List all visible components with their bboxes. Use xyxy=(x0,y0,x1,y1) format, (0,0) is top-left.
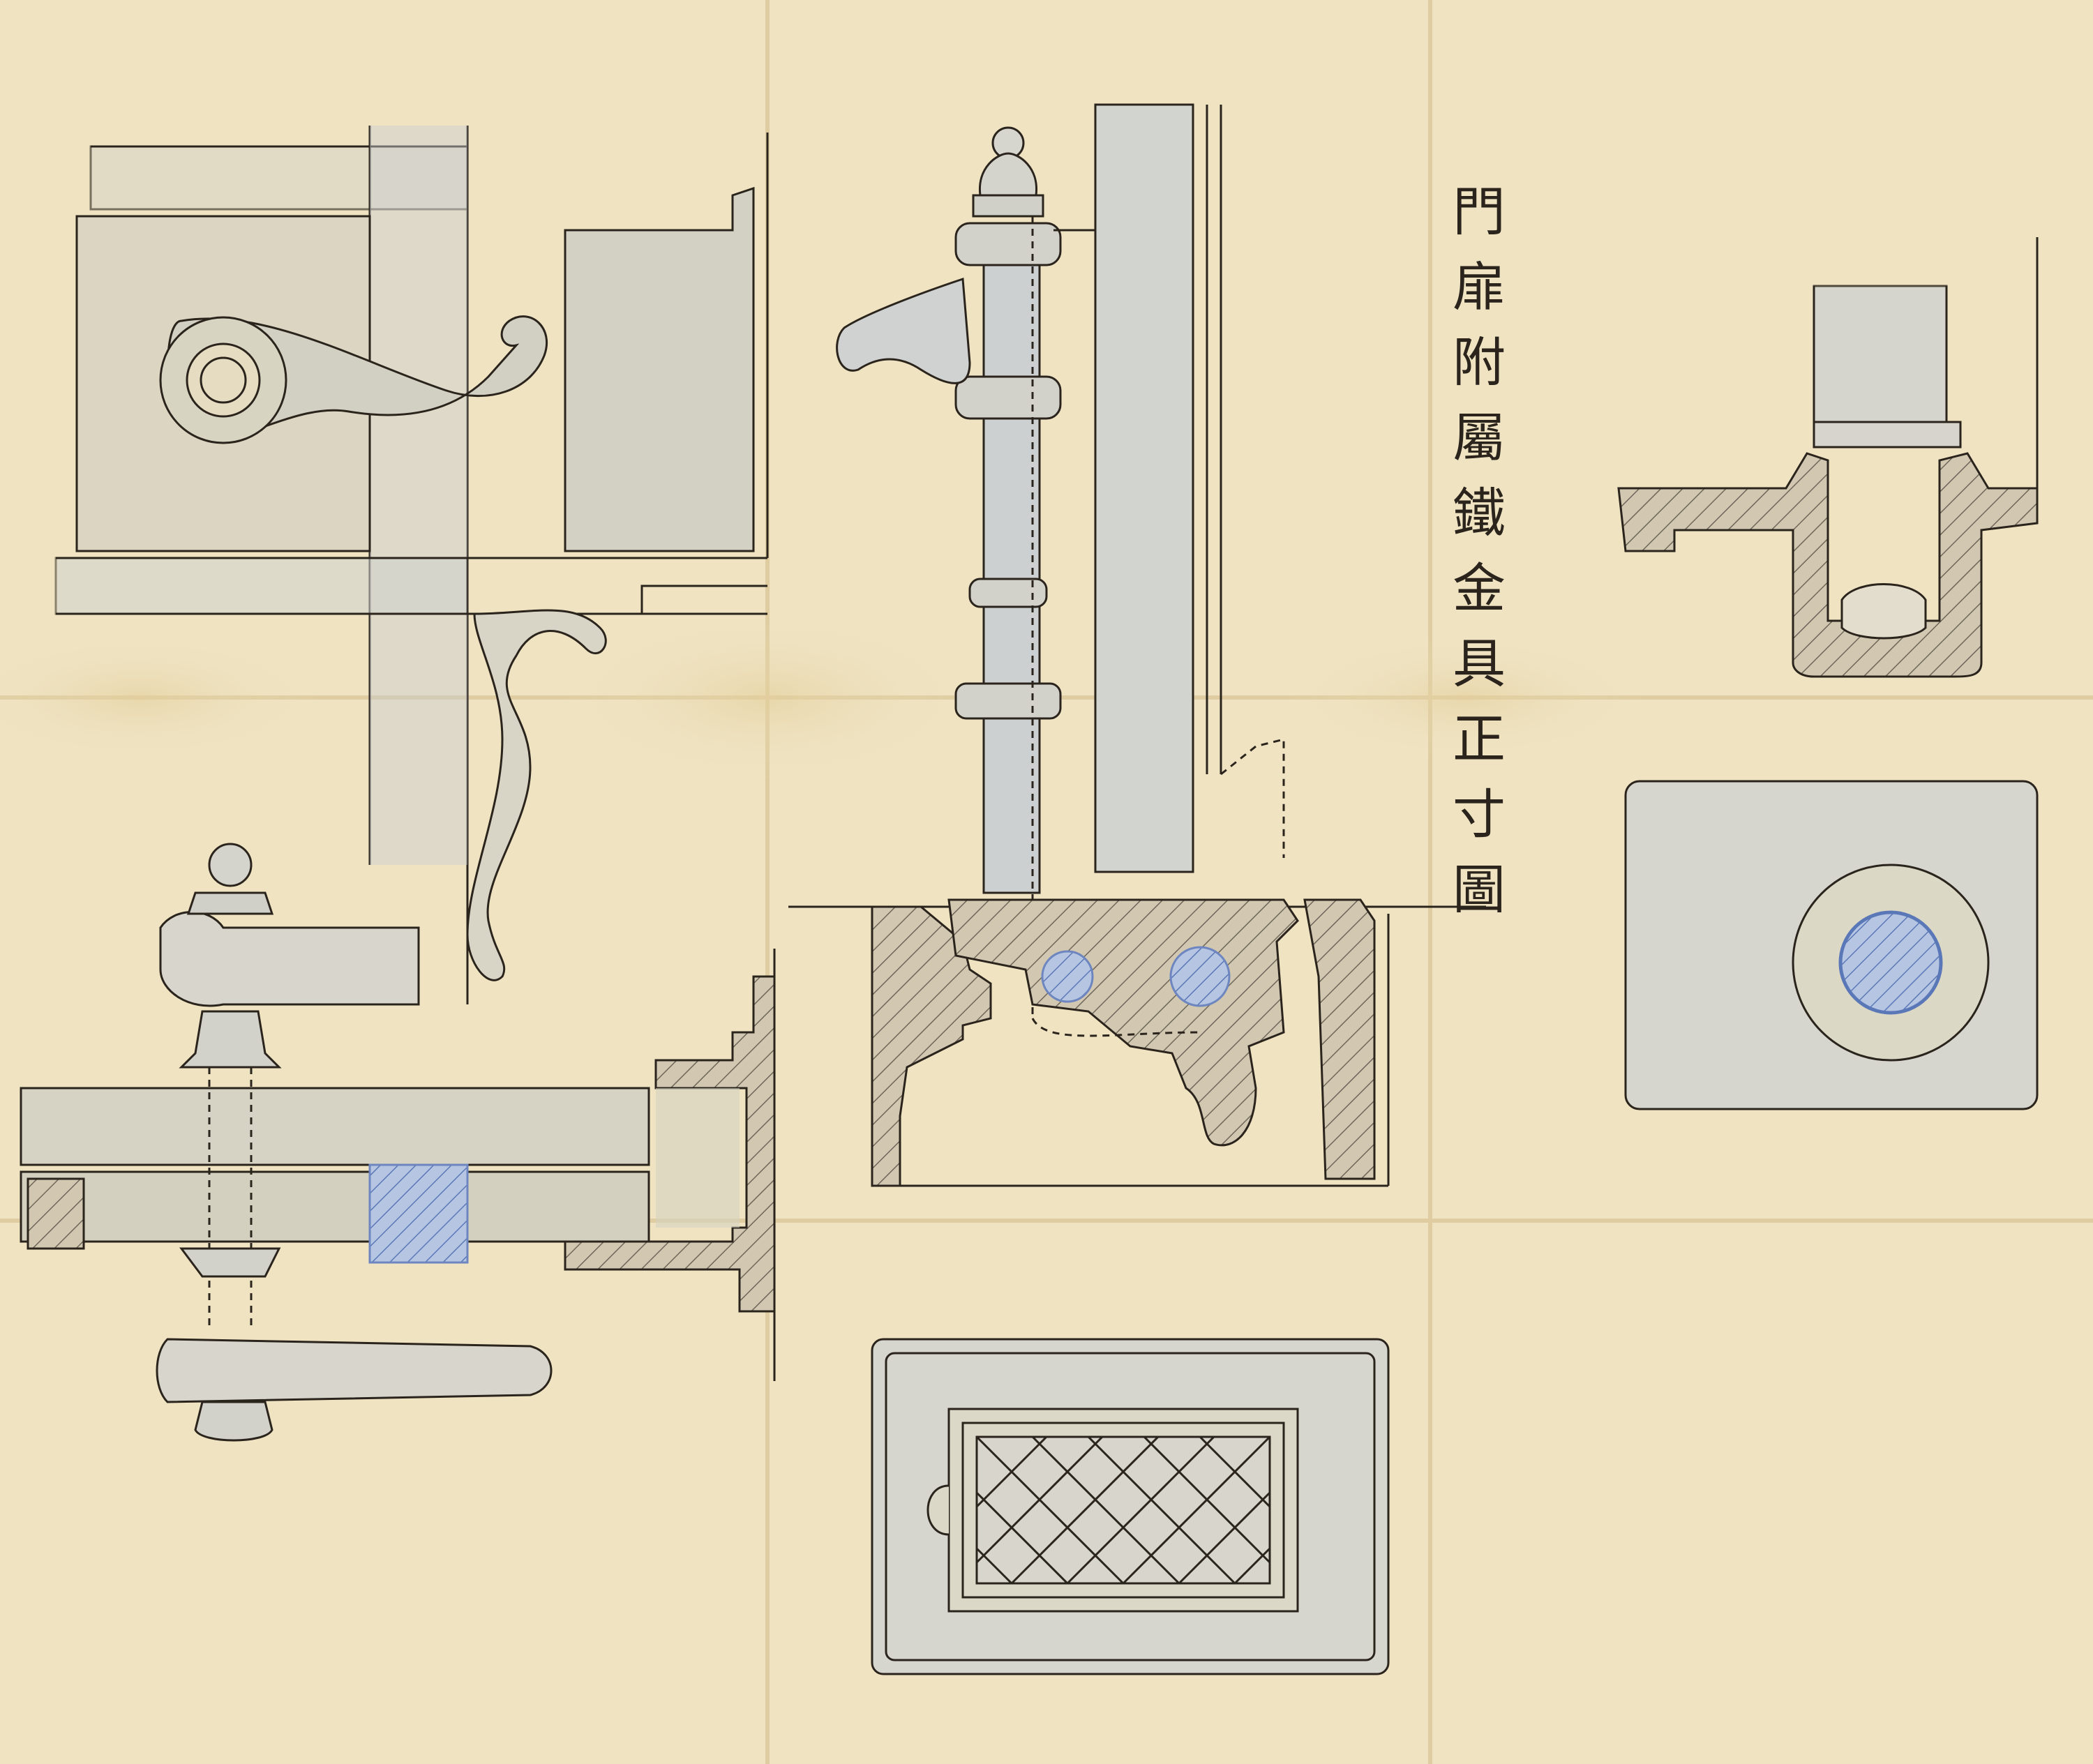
hinge-elevation xyxy=(54,126,769,1004)
keeper-section xyxy=(564,975,776,1313)
title-char: 正 xyxy=(1453,708,1506,770)
title-char: 金 xyxy=(1453,557,1506,619)
bolt-socket-section xyxy=(1617,237,2039,678)
diagonal-lattice xyxy=(975,1435,1271,1585)
title-char: 門 xyxy=(1453,181,1506,243)
title-char: 屬 xyxy=(1453,407,1506,469)
latch-section xyxy=(20,843,776,1442)
paper-stain xyxy=(1284,635,1646,760)
title-char: 寸 xyxy=(1453,783,1506,845)
title-char: 具 xyxy=(1453,633,1506,695)
drop-bolt-elevation xyxy=(788,103,1486,1187)
socket-plate-plan xyxy=(1624,780,2039,1110)
title-char: 扉 xyxy=(1453,256,1506,318)
title-char: 圖 xyxy=(1453,859,1506,921)
scroll-bracket xyxy=(466,609,607,981)
bolt-handle xyxy=(836,277,971,384)
drawing-title: 門 扉 附 屬 鐵 金 具 正 寸 圖 xyxy=(1444,174,1514,921)
paper-stain xyxy=(558,614,977,781)
title-char: 鐵 xyxy=(1453,482,1506,544)
finial xyxy=(208,843,253,887)
grille-plate-plan xyxy=(871,1338,1390,1675)
title-char: 附 xyxy=(1453,331,1506,393)
paper-stain xyxy=(0,635,321,760)
